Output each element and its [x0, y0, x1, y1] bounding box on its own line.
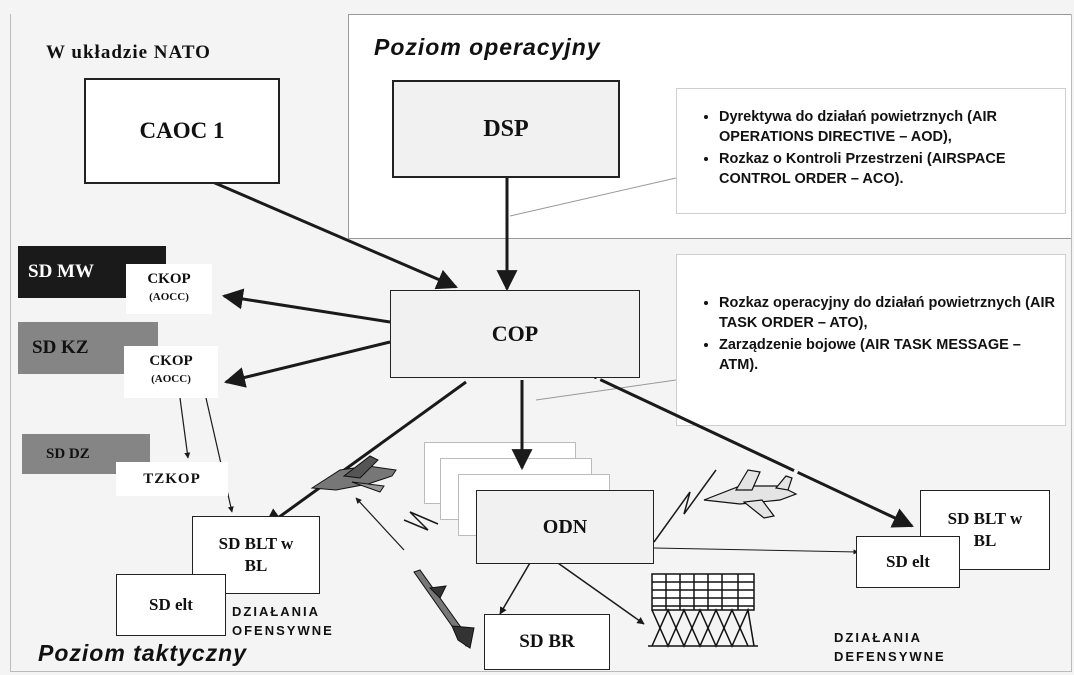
callout-pointer [535, 379, 677, 401]
sd-br-box: SD BR [484, 614, 610, 670]
offensive-line: DZIAŁANIA [232, 604, 321, 619]
ckop-label: CKOP [149, 353, 193, 369]
ckop-node-1: CKOP (AOCC) [126, 264, 212, 314]
radio-link-icon [403, 511, 439, 531]
callout-item: Zarządzenie bojowe (AIR TASK MESSAGE – A… [719, 335, 1055, 375]
cop-box: COP [390, 290, 640, 378]
ckop-node-2: CKOP (AOCC) [124, 346, 218, 398]
tactical-heading: Poziom taktyczny [38, 640, 247, 666]
tzkop-node: TZKOP [116, 462, 228, 496]
aocc-label: (AOCC) [149, 291, 189, 303]
radar-icon [648, 573, 758, 648]
radio-link-icon [653, 469, 717, 543]
arrow-ckop2-tzkop [179, 397, 191, 459]
arrow-cop-sdblt-left [262, 380, 467, 530]
callout-item: Rozkaz operacyjny do działań powietrznyc… [719, 293, 1055, 333]
callout-pointer [509, 177, 677, 217]
callout-directives: Dyrektywa do działań powietrznych (AIR O… [676, 88, 1066, 214]
arrow-cop-ckop2 [223, 340, 391, 388]
sd-blt-label: SD BLT w BL [218, 534, 294, 575]
arrow-radio-left [355, 497, 405, 551]
offensive-line: OFENSYWNE [232, 623, 334, 638]
arrow-odn-sdbr [499, 555, 535, 615]
aocc-label: (AOCC) [151, 373, 191, 385]
fighter-jet-icon [703, 469, 798, 519]
sd-elt-left-box: SD elt [116, 574, 226, 636]
defensive-line: DZIAŁANIA [834, 630, 923, 645]
offensive-label: DZIAŁANIA OFENSYWNE [232, 602, 334, 640]
sd-dz-label: SD DZ [46, 445, 90, 462]
odn-box: ODN [476, 490, 654, 564]
defensive-label: DZIAŁANIA DEFENSYWNE [834, 628, 946, 666]
operational-heading: Poziom operacyjny [374, 34, 601, 60]
ckop-label: CKOP [147, 271, 191, 287]
arrow-odn-radar [547, 555, 645, 625]
dsp-box: DSP [392, 80, 620, 178]
arrow-cop-ckop1 [221, 288, 391, 324]
nato-heading: W układzie NATO [46, 42, 211, 63]
arrow-caoc-cop [207, 178, 458, 290]
callout-item: Dyrektywa do działań powietrznych (AIR O… [719, 107, 1055, 147]
fighter-jet-icon [310, 455, 397, 493]
sd-elt-right-box: SD elt [856, 536, 960, 588]
sd-blt-right-box: SD BLT w BL [920, 490, 1050, 570]
callout-orders: Rozkaz operacyjny do działań powietrznyc… [676, 254, 1066, 426]
caoc-box: CAOC 1 [84, 78, 280, 184]
arrow-cop-sdblt-right [583, 370, 914, 528]
defensive-line: DEFENSYWNE [834, 649, 946, 664]
arrow-odn-sdelt-right [653, 547, 859, 555]
sd-mw-label: SD MW [28, 261, 94, 282]
callout-item: Rozkaz o Kontroli Przestrzeni (AIRSPACE … [719, 149, 1055, 189]
sd-kz-label: SD KZ [32, 337, 89, 358]
tactical-level-frame [10, 14, 1072, 672]
sd-blt-label: SD BLT w BL [947, 509, 1023, 550]
missile-icon [413, 569, 475, 649]
